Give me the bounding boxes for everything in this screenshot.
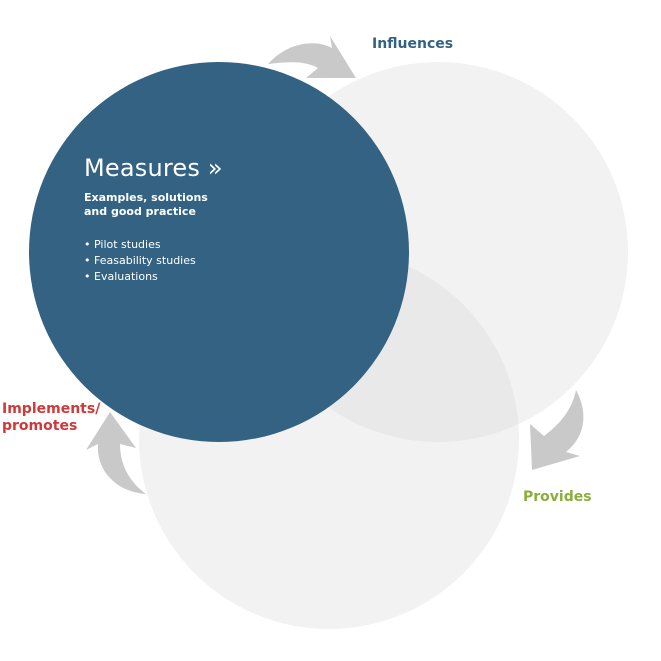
provides-label: Provides (523, 489, 592, 505)
influences-arrow-icon (268, 36, 356, 78)
provides-arrow-icon (530, 390, 584, 470)
implements-label-line2: promotes (2, 418, 78, 434)
influences-label: Influences (372, 36, 454, 52)
implements-label: Implements/ promotes (2, 401, 100, 435)
implements-arrow-icon (86, 412, 146, 494)
list-item: Pilot studies (84, 237, 374, 253)
implements-label-line1: Implements/ (2, 401, 101, 417)
list-item: Evaluations (84, 269, 374, 285)
measures-title-link[interactable]: Measures » (84, 154, 223, 182)
list-item: Feasability studies (84, 253, 374, 269)
measures-content: Measures » Examples, solutions and good … (84, 153, 374, 285)
measures-list: Pilot studies Feasability studies Evalua… (84, 237, 374, 285)
measures-subtitle: Examples, solutions and good practice (84, 191, 208, 218)
